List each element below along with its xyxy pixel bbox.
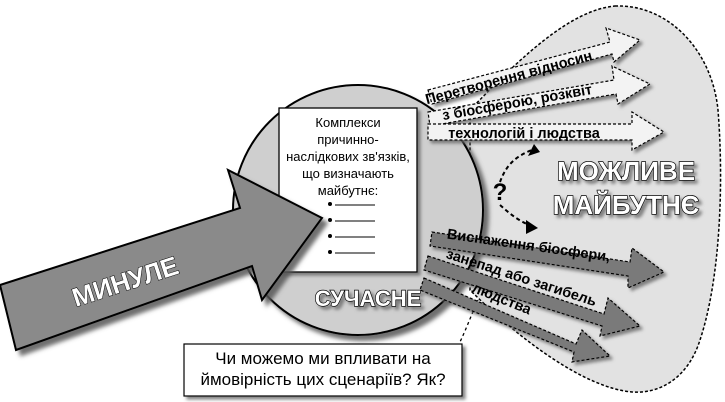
question-box	[183, 343, 463, 397]
uncertainty-mark: ?	[493, 179, 508, 206]
causal-complexes-text: Комплекси причинно-наслідкових зв'язків,…	[286, 115, 410, 198]
future-label-line1: МОЖЛИВЕ	[557, 156, 695, 186]
question-text: Чи можемо ми впливати на ймовірність цих…	[200, 349, 446, 389]
positive-scenario-line3: технологій і людства	[448, 126, 601, 142]
causal-complexes-list	[328, 202, 375, 254]
present-label: СУЧАСНЕ	[315, 286, 422, 311]
future-label-line2: МАЙБУТНЄ	[553, 190, 700, 220]
negative-scenario-arrows: Виснаження біосфери, занепад або загибел…	[419, 227, 666, 363]
question-link-line	[457, 299, 479, 347]
past-arrow: МИНУЛЕ	[0, 168, 324, 352]
uncertainty-branch: ?	[493, 144, 540, 234]
positive-scenario-arrows: Перетворення відносин з біосферою, розкв…	[424, 27, 666, 152]
